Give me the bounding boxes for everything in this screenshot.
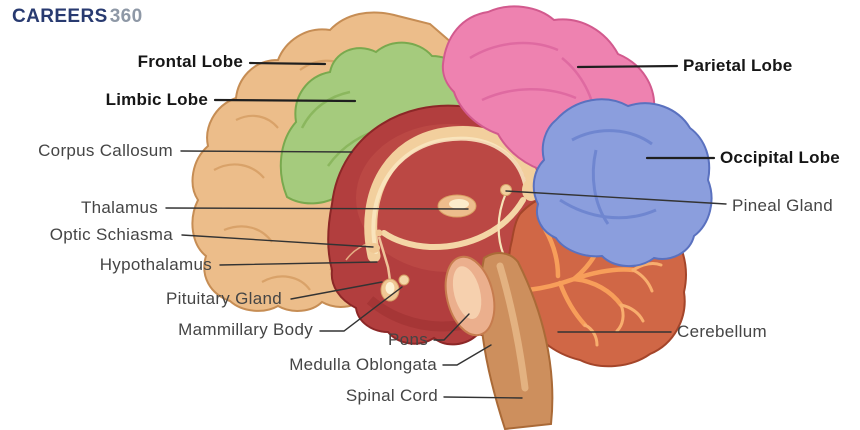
label-parietal-lobe: Parietal Lobe (683, 56, 793, 75)
fornix-band (381, 197, 526, 251)
leader-hypothalamus (219, 261, 378, 266)
label-limbic-lobe: Limbic Lobe (105, 90, 208, 109)
leader-parietal-lobe (576, 64, 679, 69)
label-spinal-cord: Spinal Cord (345, 386, 438, 405)
label-thalamus: Thalamus (80, 198, 158, 217)
label-frontal-lobe: Frontal Lobe (137, 52, 243, 71)
leader-thalamus (165, 207, 469, 210)
leader-lines (165, 61, 727, 399)
inner-glands (345, 184, 512, 302)
leader-pineal-gland (505, 190, 727, 205)
label-pituitary-gland: Pituitary Gland (166, 289, 282, 308)
brainstem-spinal-cord (479, 252, 554, 430)
label-hypothalamus: Hypothalamus (99, 255, 212, 274)
leader-corpus-callosum (180, 150, 353, 153)
leader-pons (433, 313, 470, 341)
logo-text-primary: CAREERS (12, 6, 108, 27)
leader-medulla-oblongata (442, 344, 492, 366)
label-cerebellum: Cerebellum (677, 322, 767, 341)
label-pineal-gland: Pineal Gland (732, 196, 833, 215)
leader-limbic-lobe (213, 98, 357, 103)
hypothalamus-structure (375, 229, 383, 237)
leader-frontal-lobe (248, 61, 327, 66)
label-pons: Pons (388, 330, 428, 349)
label-medulla-oblongata: Medulla Oblongata (289, 355, 437, 374)
label-optic-schiasma: Optic Schiasma (49, 225, 173, 244)
label-corpus-callosum: Corpus Callosum (38, 141, 173, 160)
leader-mammillary-body (319, 286, 403, 332)
leader-optic-schiasma (181, 234, 374, 248)
logo-text-secondary: 360 (109, 6, 143, 27)
pineal-gland-structure (500, 184, 512, 196)
occipital-lobe-region (532, 98, 713, 267)
leader-spinal-cord (443, 396, 523, 399)
label-occipital-lobe: Occipital Lobe (720, 148, 840, 167)
pons-region (444, 255, 496, 337)
optic-chiasm-structure (368, 243, 380, 253)
mammillary-body-structure (398, 274, 410, 286)
label-mammillary-body: Mammillary Body (178, 320, 313, 339)
leader-pituitary-gland (290, 281, 383, 300)
